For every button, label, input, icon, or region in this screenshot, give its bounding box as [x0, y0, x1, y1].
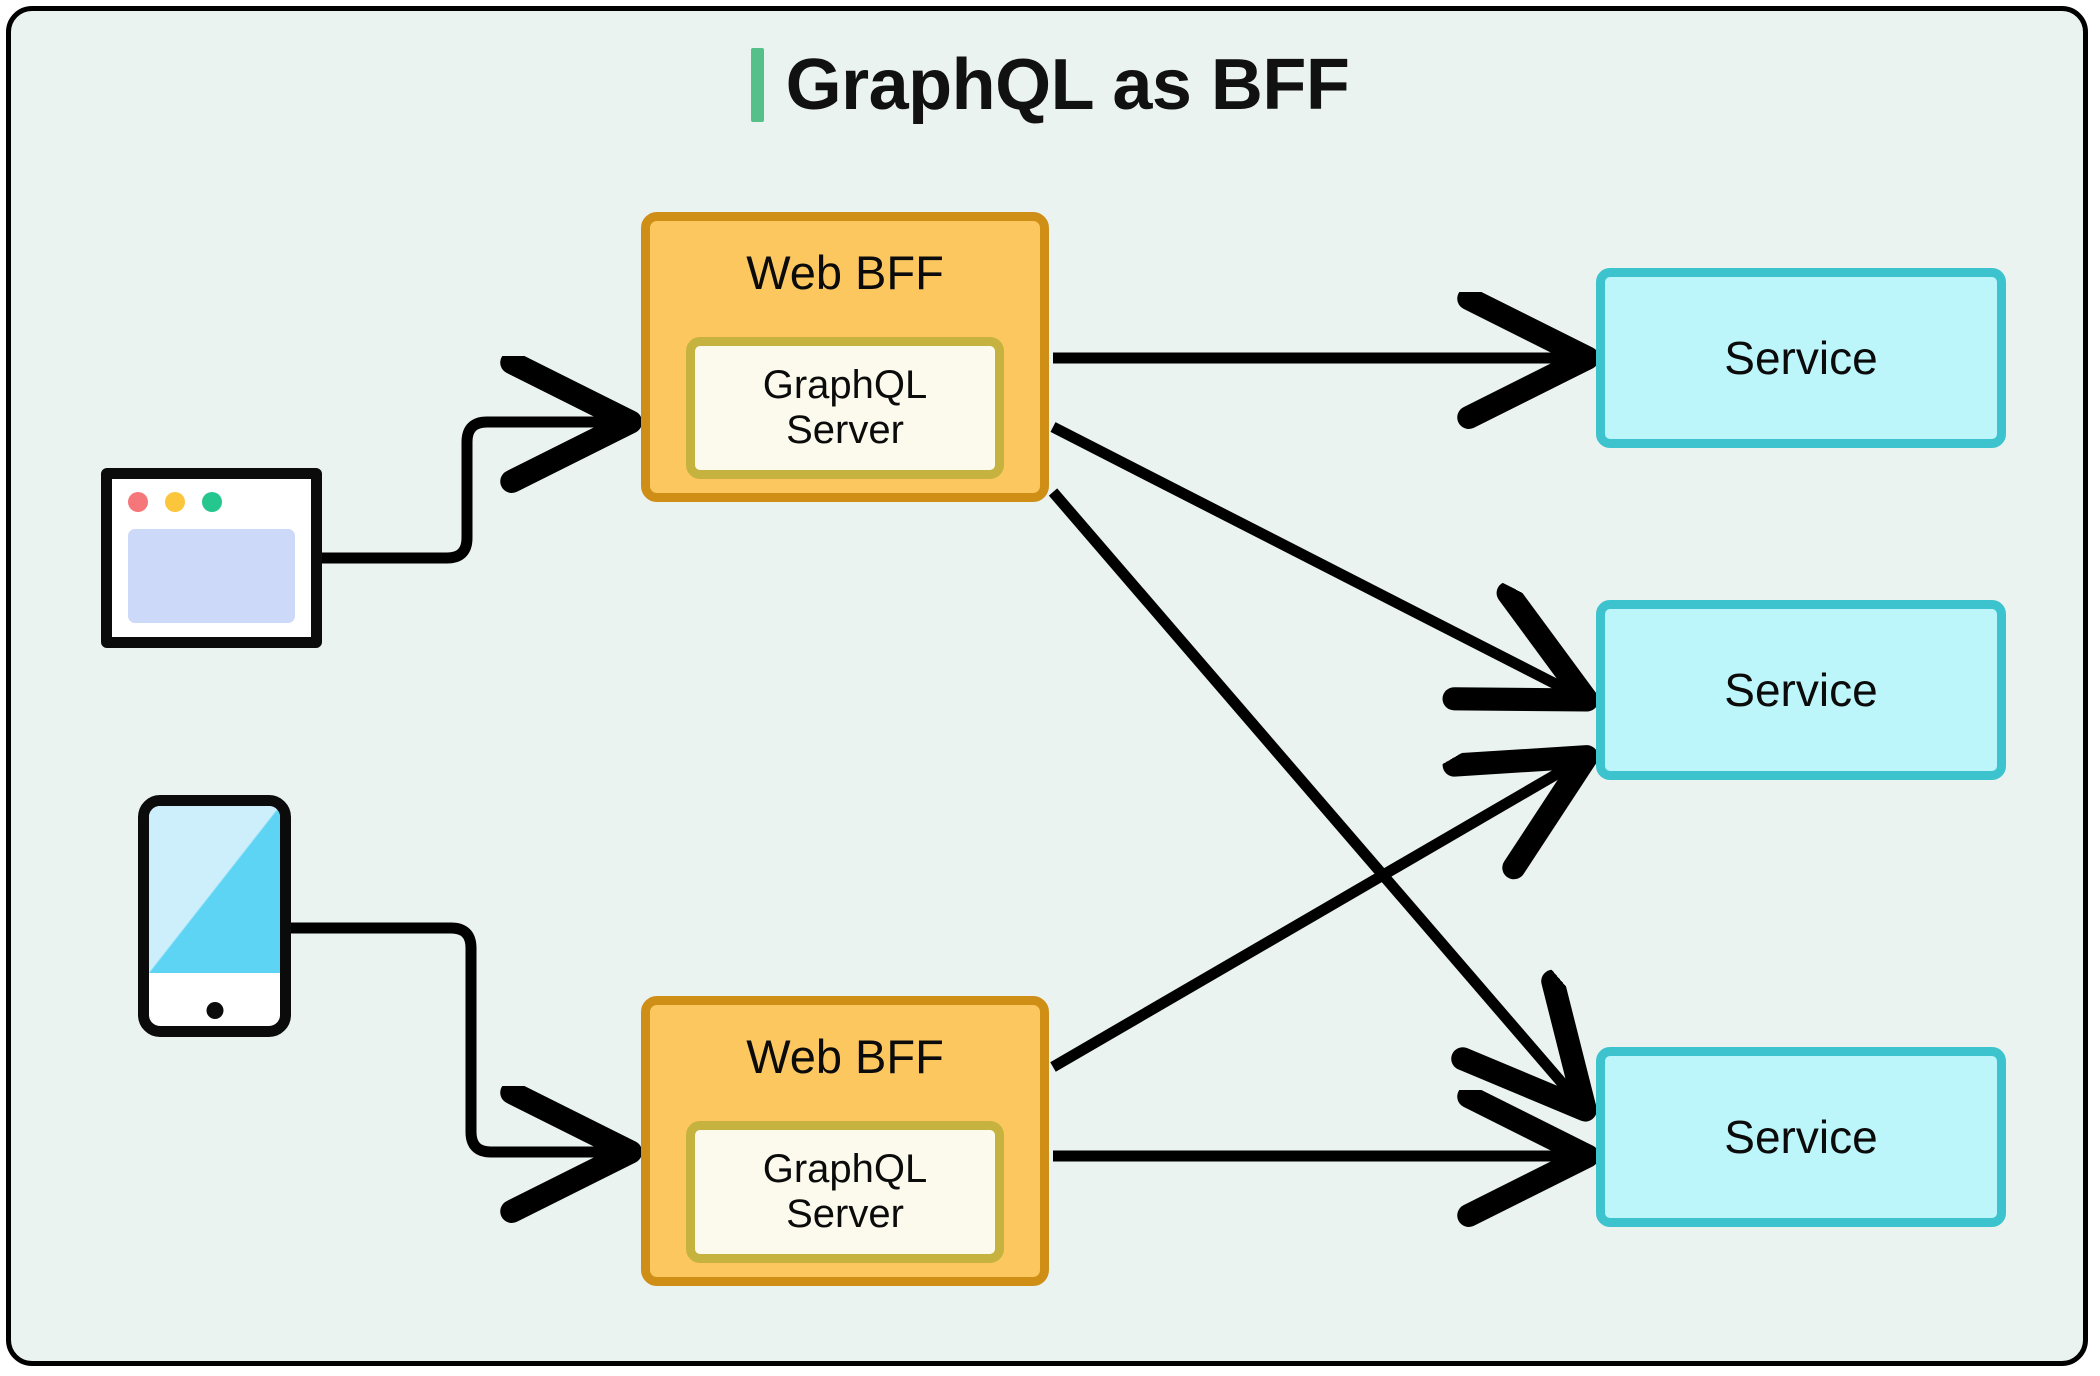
browser-dot-red-icon: [128, 492, 148, 512]
node-graphql-server-bottom: GraphQL Server: [686, 1121, 1004, 1263]
graphql-server-bottom-label: GraphQL Server: [762, 1147, 928, 1236]
browser-dot-green-icon: [202, 492, 222, 512]
browser-dot-yellow-icon: [165, 492, 185, 512]
service-2-label: Service: [1724, 664, 1878, 716]
mobile-phone-icon: [138, 795, 291, 1037]
title-accent-bar: [750, 48, 764, 122]
node-web-bff-bottom: Web BFF GraphQL Server: [641, 996, 1049, 1286]
bff-top-title: Web BFF: [746, 246, 944, 299]
node-service-3: Service: [1596, 1047, 2006, 1227]
browser-viewport: [128, 529, 295, 623]
diagram-title: GraphQL as BFF: [0, 44, 2100, 126]
node-graphql-server-top: GraphQL Server: [686, 337, 1004, 479]
phone-home-button-icon: [206, 1002, 223, 1019]
browser-window-icon: [101, 468, 322, 648]
service-1-label: Service: [1724, 332, 1878, 384]
page-title: GraphQL as BFF: [785, 45, 1350, 125]
graphql-server-top-label: GraphQL Server: [762, 363, 928, 452]
node-service-2: Service: [1596, 600, 2006, 780]
bff-bottom-title: Web BFF: [746, 1030, 944, 1083]
browser-traffic-lights: [128, 492, 222, 512]
phone-screen: [149, 806, 280, 973]
node-web-bff-top: Web BFF GraphQL Server: [641, 212, 1049, 502]
node-service-1: Service: [1596, 268, 2006, 448]
service-3-label: Service: [1724, 1111, 1878, 1163]
